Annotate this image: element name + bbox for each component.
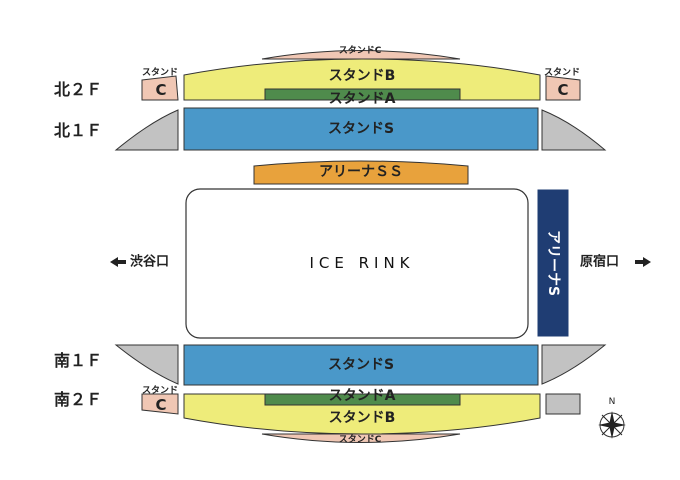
side-stand-north-right[interactable]	[541, 109, 607, 151]
arena-ss-label: アリーナＳＳ	[319, 164, 403, 180]
stand-a-south-label: スタンドA	[329, 388, 396, 404]
stand-s-north-label: スタンドS	[328, 121, 394, 137]
side-stand-north-left[interactable]	[114, 109, 179, 151]
stand-a-north[interactable]	[264, 88, 461, 101]
stand-s-south-label: スタンドS	[328, 357, 394, 373]
stand-b-north-label: スタンドB	[329, 68, 396, 84]
stand-c-south-left-letter: C	[155, 396, 166, 414]
stand-c-south-left[interactable]	[141, 393, 179, 415]
ice-rink-label: ICE RINK	[309, 254, 414, 272]
stand-s-south[interactable]	[183, 344, 539, 386]
ice-rink	[185, 188, 529, 339]
arrow-left-icon	[110, 257, 126, 267]
stand-c-north-top-label: スタンドC	[339, 44, 382, 56]
stand-c-south-left-small: スタンド	[142, 384, 178, 396]
stand-c-north-left-small: スタンド	[142, 66, 178, 78]
stand-c-north-right[interactable]	[545, 75, 581, 101]
arena-s[interactable]	[537, 189, 569, 337]
gate-harajuku-label: 原宿口	[580, 254, 619, 270]
stand-c-south-bottom[interactable]	[261, 433, 461, 443]
floor-label-north-2f: 北２Ｆ	[54, 80, 102, 99]
side-stand-south-right[interactable]	[541, 344, 607, 385]
arrow-right-icon	[635, 257, 651, 267]
side-stand-south-left[interactable]	[114, 344, 179, 385]
gate-harajuku[interactable]: 原宿口	[580, 254, 651, 270]
svg-text:アリーナS: アリーナS	[545, 230, 561, 296]
stand-s-north[interactable]	[183, 107, 539, 151]
stand-b-south-label: スタンドB	[329, 410, 396, 426]
gate-shibuya-label: 渋谷口	[130, 254, 169, 270]
stand-c-south-bottom-label: スタンドC	[339, 433, 382, 445]
stand-c-north-left[interactable]	[141, 75, 179, 101]
floor-label-south-1f: 南１Ｆ	[54, 351, 102, 370]
stand-c-north-right-letter: C	[557, 81, 568, 99]
compass-icon: N	[598, 397, 626, 439]
stand-a-north-label: スタンドA	[329, 91, 396, 107]
stand-a-south[interactable]	[264, 393, 461, 406]
floor-label-south-2f: 南２Ｆ	[54, 390, 102, 409]
floor-label-north-1f: 北１Ｆ	[54, 121, 102, 140]
stand-c-north-right-small: スタンド	[544, 66, 580, 78]
compass-north-label: N	[609, 397, 616, 407]
stand-c-north-left-letter: C	[155, 81, 166, 99]
gate-shibuya[interactable]: 渋谷口	[110, 254, 169, 270]
side-stand-south-right-small[interactable]	[545, 393, 581, 415]
arena-s-label: アリーナS	[545, 230, 561, 296]
stand-c-north-top[interactable]	[261, 50, 461, 60]
arena-ss[interactable]	[253, 160, 469, 185]
